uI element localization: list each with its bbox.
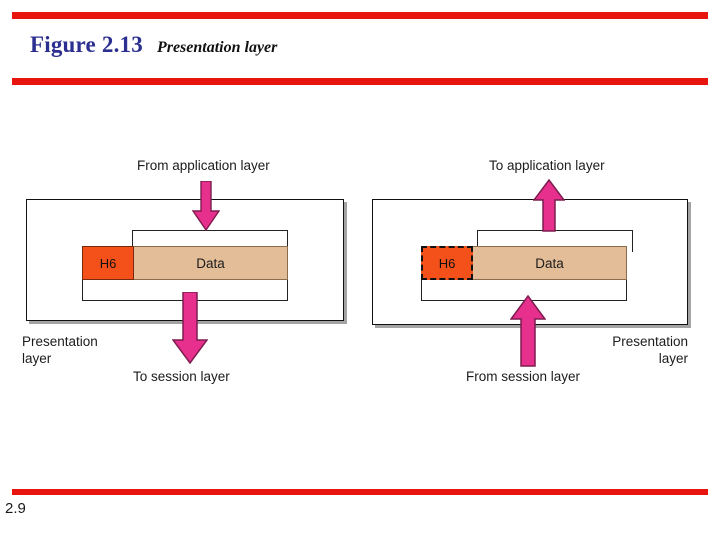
- page-number: 2.9: [5, 500, 26, 517]
- sender-bottom-arrow-down-icon: [172, 292, 208, 364]
- receiver-layer-label: Presentation layer: [565, 333, 688, 367]
- top-red-rule: [12, 12, 708, 19]
- receiver-layer-label-line1: Presentation: [612, 334, 688, 349]
- sender-header-cell: H6: [82, 246, 134, 280]
- receiver-layer-label-line2: layer: [658, 351, 688, 366]
- sender-top-arrow-down-icon: [192, 181, 220, 231]
- receiver-data-cell: Data: [473, 246, 627, 280]
- sender-layer-label-line1: Presentation: [22, 334, 98, 349]
- sender-layer-label-line2: layer: [22, 351, 52, 366]
- sender-pdu: H6 Data: [82, 246, 288, 280]
- receiver-top-arrow-up-icon: [533, 179, 565, 232]
- receiver-header-cell: H6: [421, 246, 473, 280]
- figure-caption: Presentation layer: [156, 39, 278, 56]
- figure-number: Figure 2.13: [30, 32, 143, 57]
- bottom-red-rule: [12, 489, 708, 495]
- sender-layer-label: Presentation layer: [22, 333, 142, 367]
- receiver-bottom-label: From session layer: [466, 369, 581, 384]
- middle-red-rule: [12, 78, 708, 85]
- receiver-bottom-arrow-up-icon: [510, 295, 546, 367]
- sender-data-cell: Data: [134, 246, 288, 280]
- receiver-top-label: To application layer: [489, 158, 605, 173]
- receiver-pdu: H6 Data: [421, 246, 627, 280]
- sender-upper-bracket: [132, 230, 288, 252]
- sender-top-label: From application layer: [137, 158, 270, 173]
- presentation-layer-diagram: From application layer H6 Data Presentat…: [0, 100, 720, 400]
- figure-title: Figure 2.13 Presentation layer: [30, 32, 277, 58]
- sender-bottom-label: To session layer: [133, 369, 230, 384]
